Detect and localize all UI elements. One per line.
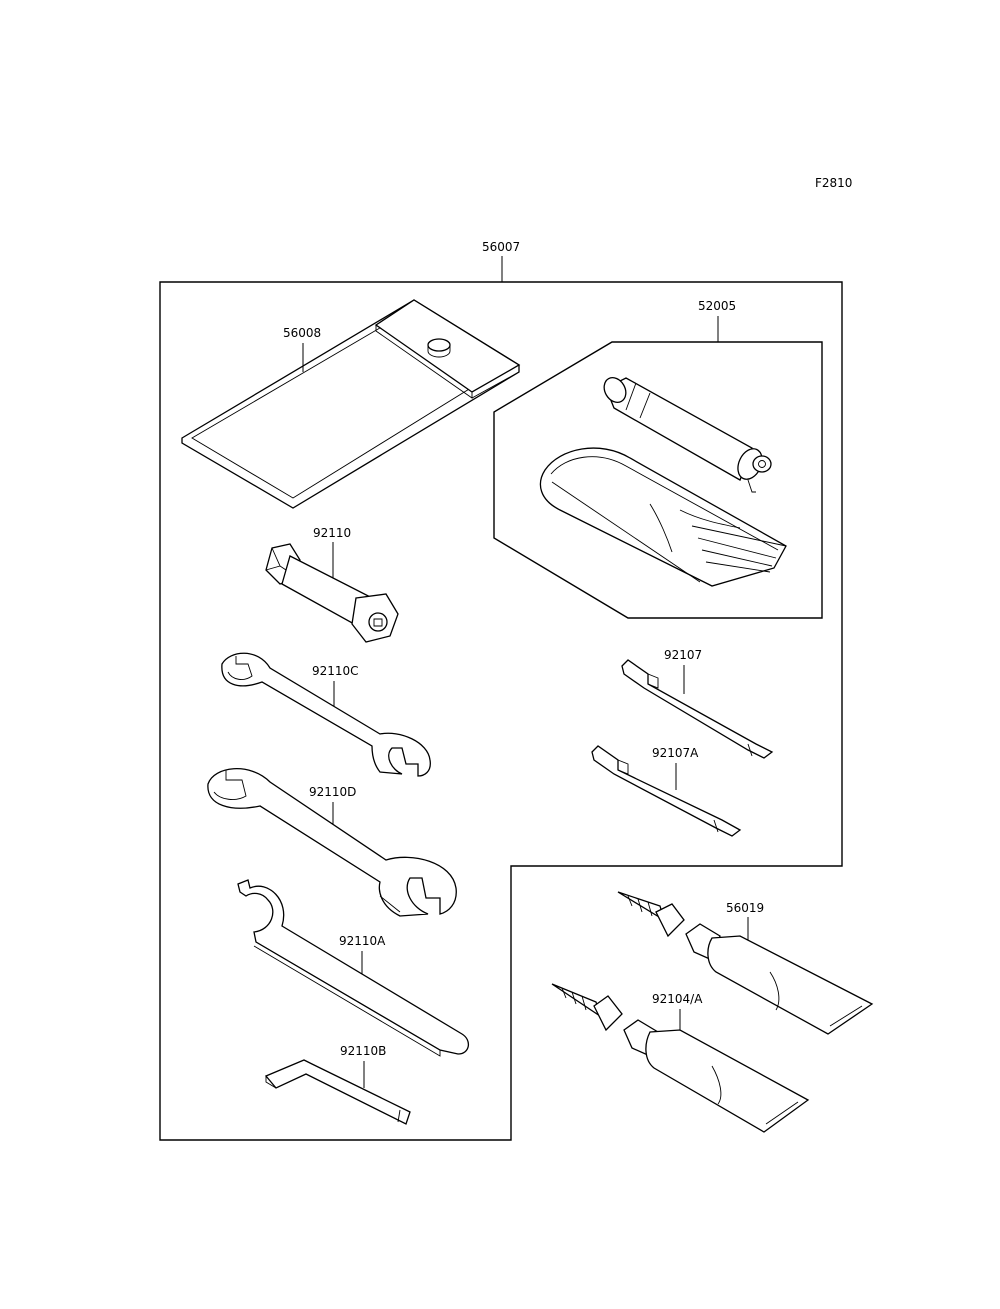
screwdriver-2: 92107A xyxy=(591,745,742,837)
part-label-56008: 56008 xyxy=(283,326,321,340)
hook-wrench: 92110A xyxy=(237,879,469,1057)
tube-1: 56019 xyxy=(617,891,874,1035)
part-label-92107: 92107 xyxy=(664,648,702,662)
plug-wrench: 92110 xyxy=(265,526,399,643)
screwdriver-1: 92107 xyxy=(621,648,774,759)
tire-repair-kit: 52005 xyxy=(493,299,823,619)
tube-2: 92104/A xyxy=(551,983,810,1133)
part-label-92110C: 92110C xyxy=(312,664,359,678)
kit-frame: 56007 xyxy=(159,240,843,1141)
tool-bag: 56008 xyxy=(181,299,521,509)
part-label-92104A: 92104/A xyxy=(652,992,703,1006)
part-label-92110A: 92110A xyxy=(339,934,386,948)
figure-code: F2810 xyxy=(815,176,852,190)
part-label-92107A: 92107A xyxy=(652,746,699,760)
part-label-56019: 56019 xyxy=(726,901,764,915)
wrench-small: 92110C xyxy=(221,652,431,777)
part-label-52005: 52005 xyxy=(698,299,736,313)
hex-key: 92110B xyxy=(264,1044,411,1125)
part-label-92110B: 92110B xyxy=(340,1044,386,1058)
part-label-92110D: 92110D xyxy=(309,785,356,799)
part-label-92110: 92110 xyxy=(313,526,351,540)
wrench-large: 92110D xyxy=(207,768,457,917)
part-label-56007: 56007 xyxy=(482,240,520,254)
